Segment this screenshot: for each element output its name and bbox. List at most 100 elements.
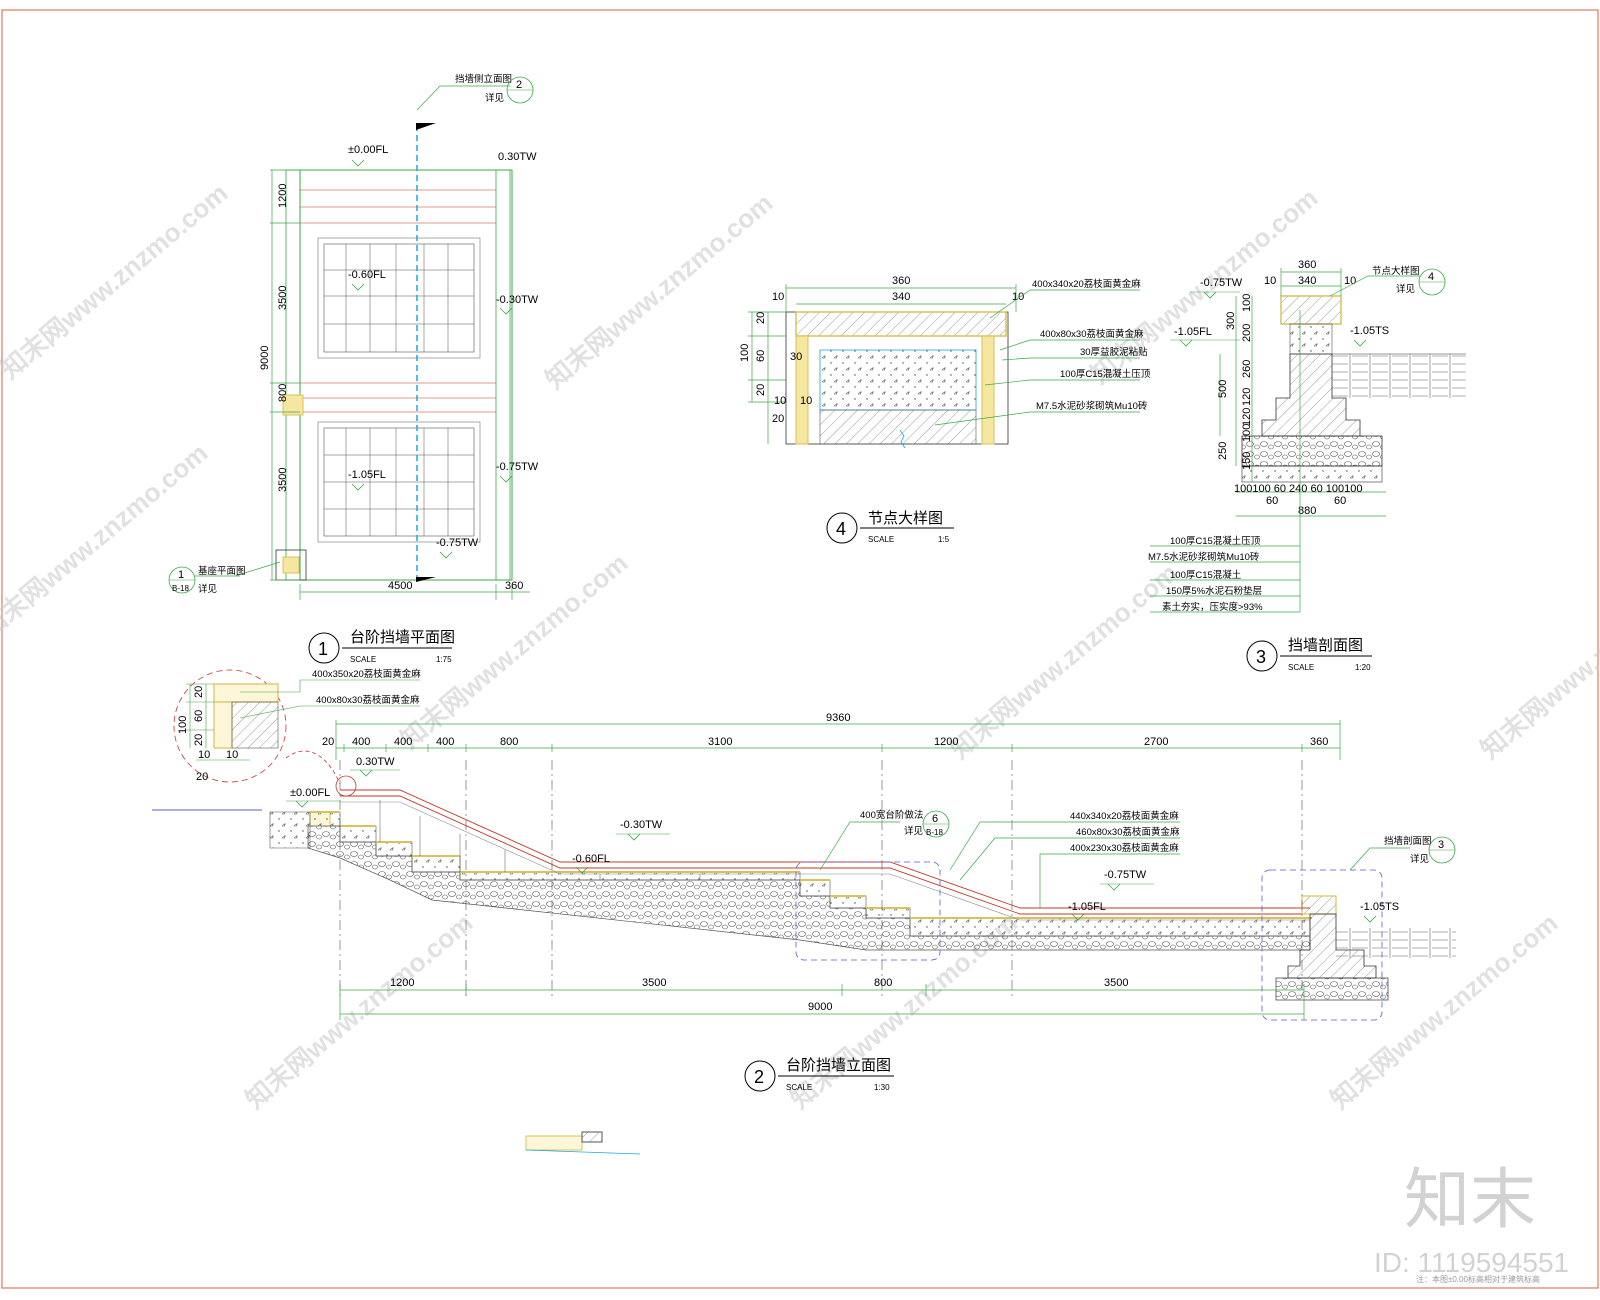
- elev-wall-callout-num: 3: [1438, 839, 1444, 851]
- elev-label-3: 400x230x30荔枝面黄金麻: [1070, 842, 1179, 854]
- section-dim-360: 360: [1298, 259, 1316, 271]
- elev-scale: 1:30: [874, 1083, 890, 1092]
- detail-dim-340: 340: [892, 291, 910, 303]
- elev-step-callout-ref: B-18: [926, 828, 943, 837]
- elev-step-callout-num: 6: [932, 813, 938, 825]
- drawing-fragment: [525, 1131, 641, 1155]
- section-dim-120a: 120: [1241, 388, 1253, 406]
- section-callout-text: 节点大样图: [1372, 265, 1420, 277]
- section-dim-200: 200: [1241, 324, 1253, 342]
- watermark-text: 知末网www.znzmo.com: [240, 907, 479, 1114]
- zoom-dim-20b: 20: [193, 734, 205, 746]
- detail-dim-10a: 10: [772, 291, 784, 303]
- section-label-2: M7.5水泥砂浆砌筑Mu10砖: [1148, 551, 1260, 563]
- zoom-dim-10a: 10: [198, 749, 210, 761]
- watermark-text: 知末网www.znzmo.com: [395, 547, 634, 754]
- elev-level-tw030n: -0.30TW: [620, 819, 663, 831]
- detail-dim-100: 100: [739, 344, 751, 362]
- section-level-ts105: -1.05TS: [1350, 325, 1389, 337]
- section-dim-120b: 120: [1241, 408, 1253, 426]
- section-callout-sub: 详见: [1396, 283, 1415, 295]
- detail-dim-10a-left: 10: [774, 395, 786, 407]
- section-scale: 1:20: [1355, 663, 1371, 672]
- plan-callout-left-ref: B-18: [172, 584, 189, 593]
- elev-level-ts105: -1.05TS: [1360, 901, 1399, 913]
- section-callout-num: 4: [1428, 271, 1434, 283]
- detail-scale-label: SCALE: [868, 535, 894, 544]
- section-dim-300: 300: [1225, 312, 1237, 330]
- watermark-text: 知末网www.znzmo.com: [540, 187, 779, 394]
- section-dim-100: 100: [1241, 294, 1253, 312]
- elev-step-callout-sub: 详见: [904, 825, 923, 837]
- plan-dim-360: 360: [505, 580, 523, 592]
- plan-dim-800: 800: [277, 384, 289, 402]
- watermark-text: 知末网www.znzmo.com: [0, 437, 213, 644]
- detail-title: 节点大样图: [868, 510, 943, 527]
- plan-callout-top-text: 挡墙侧立面图: [455, 73, 512, 85]
- plan-dim-4500: 4500: [388, 580, 412, 592]
- elev-bottom-dim: 1200: [390, 977, 414, 989]
- elev-wall-callout-sub: 详见: [1410, 853, 1429, 865]
- detail-drawing: 360 340 10 10 20 100 60 20 30 10 10 20 4…: [739, 275, 1151, 544]
- section-dim-340: 340: [1298, 275, 1316, 287]
- zoom-dim-20c: 20: [196, 771, 208, 783]
- elev-scale-label: SCALE: [786, 1083, 812, 1092]
- plan-drawing: 1200 3500 9000 800 3500 4500 360 ±0.00FL…: [168, 73, 539, 664]
- zoom-label-2: 400x80x30荔枝面黄金麻: [316, 694, 420, 706]
- plan-dim-3500a: 3500: [277, 286, 289, 310]
- section-level-tw075: -0.75TW: [1200, 277, 1243, 289]
- plan-level-fl105: -1.05FL: [348, 469, 386, 481]
- elev-top-dim: 3100: [708, 736, 732, 748]
- detail-label-2: 400x80x30荔枝面黄金麻: [1040, 328, 1144, 340]
- elev-title-number: 2: [754, 1067, 764, 1087]
- plan-dim-1200: 1200: [277, 184, 289, 208]
- plan-dim-9000: 9000: [259, 346, 271, 370]
- brand-logo-text: 知末: [1404, 1162, 1536, 1236]
- section-label-4: 150厚5%水泥石粉垫层: [1166, 585, 1262, 597]
- plan-callout-top-num: 2: [516, 79, 522, 91]
- plan-callout-left-text: 基座平面图: [198, 565, 246, 577]
- plan-callout-top-sub: 详见: [485, 92, 504, 104]
- elev-bottom-dim: 800: [874, 977, 892, 989]
- elev-bottom-dim: 3500: [1104, 977, 1128, 989]
- elev-level-fl060: -0.60FL: [572, 853, 610, 865]
- elev-step-callout-text: 400宽台阶做法: [860, 809, 923, 821]
- elev-top-dim: 2700: [1144, 736, 1168, 748]
- section-label-5: 素土夯实，压实度>93%: [1162, 601, 1263, 613]
- detail-title-number: 4: [836, 519, 846, 539]
- detail-dim-20c: 20: [772, 413, 784, 425]
- elev-bottom-total: 9000: [808, 1001, 832, 1013]
- plan-callout-left-num: 1: [178, 569, 184, 581]
- elev-top-dim: 400: [436, 736, 454, 748]
- elev-label-2: 460x80x30荔枝面黄金麻: [1076, 826, 1180, 838]
- detail-dim-360: 360: [892, 275, 910, 287]
- plan-title-number: 1: [318, 639, 328, 659]
- plan-level-tw030: -0.30TW: [496, 294, 539, 306]
- watermark-text: 知末网www.znzmo.com: [0, 177, 233, 384]
- elev-dim-9360: 9360: [826, 712, 850, 724]
- detail-dim-60: 60: [755, 350, 767, 362]
- plan-dim-3500b: 3500: [277, 468, 289, 492]
- section-title: 挡墙剖面图: [1288, 637, 1363, 654]
- section-label-1: 100厚C15混凝土压顶: [1170, 535, 1261, 547]
- section-dim-500: 500: [1217, 380, 1229, 398]
- plan-callout-left-sub: 详见: [198, 583, 217, 595]
- section-scale-label: SCALE: [1288, 663, 1314, 672]
- section-dim-100b: 100: [1241, 424, 1253, 442]
- section-label-3: 100厚C15混凝土: [1170, 569, 1242, 581]
- plan-level-tw075: -0.75TW: [496, 461, 539, 473]
- detail-label-1: 400x340x20荔枝面黄金麻: [1032, 278, 1141, 290]
- detail-label-3: 30厚益胶泥粘贴: [1080, 346, 1148, 358]
- detail-dim-10b-left: 10: [800, 395, 812, 407]
- elev-top-dim: 800: [500, 736, 518, 748]
- image-id: ID: 1119594551: [1374, 1247, 1569, 1278]
- elev-title: 台阶挡墙立面图: [786, 1057, 891, 1074]
- elevation-drawing: 20 100 60 20 10 10 20 400x350x20荔枝面黄金麻 4…: [152, 668, 1456, 1092]
- section-level-fl105: -1.05FL: [1174, 326, 1212, 338]
- zoom-label-1: 400x350x20荔枝面黄金麻: [312, 668, 421, 680]
- elev-level-fl105: -1.05FL: [1068, 901, 1106, 913]
- zoom-dim-20: 20: [193, 686, 205, 698]
- sheet-frame: [1, 9, 1599, 1289]
- watermark-text: 知末网www.znzmo.com: [945, 557, 1184, 764]
